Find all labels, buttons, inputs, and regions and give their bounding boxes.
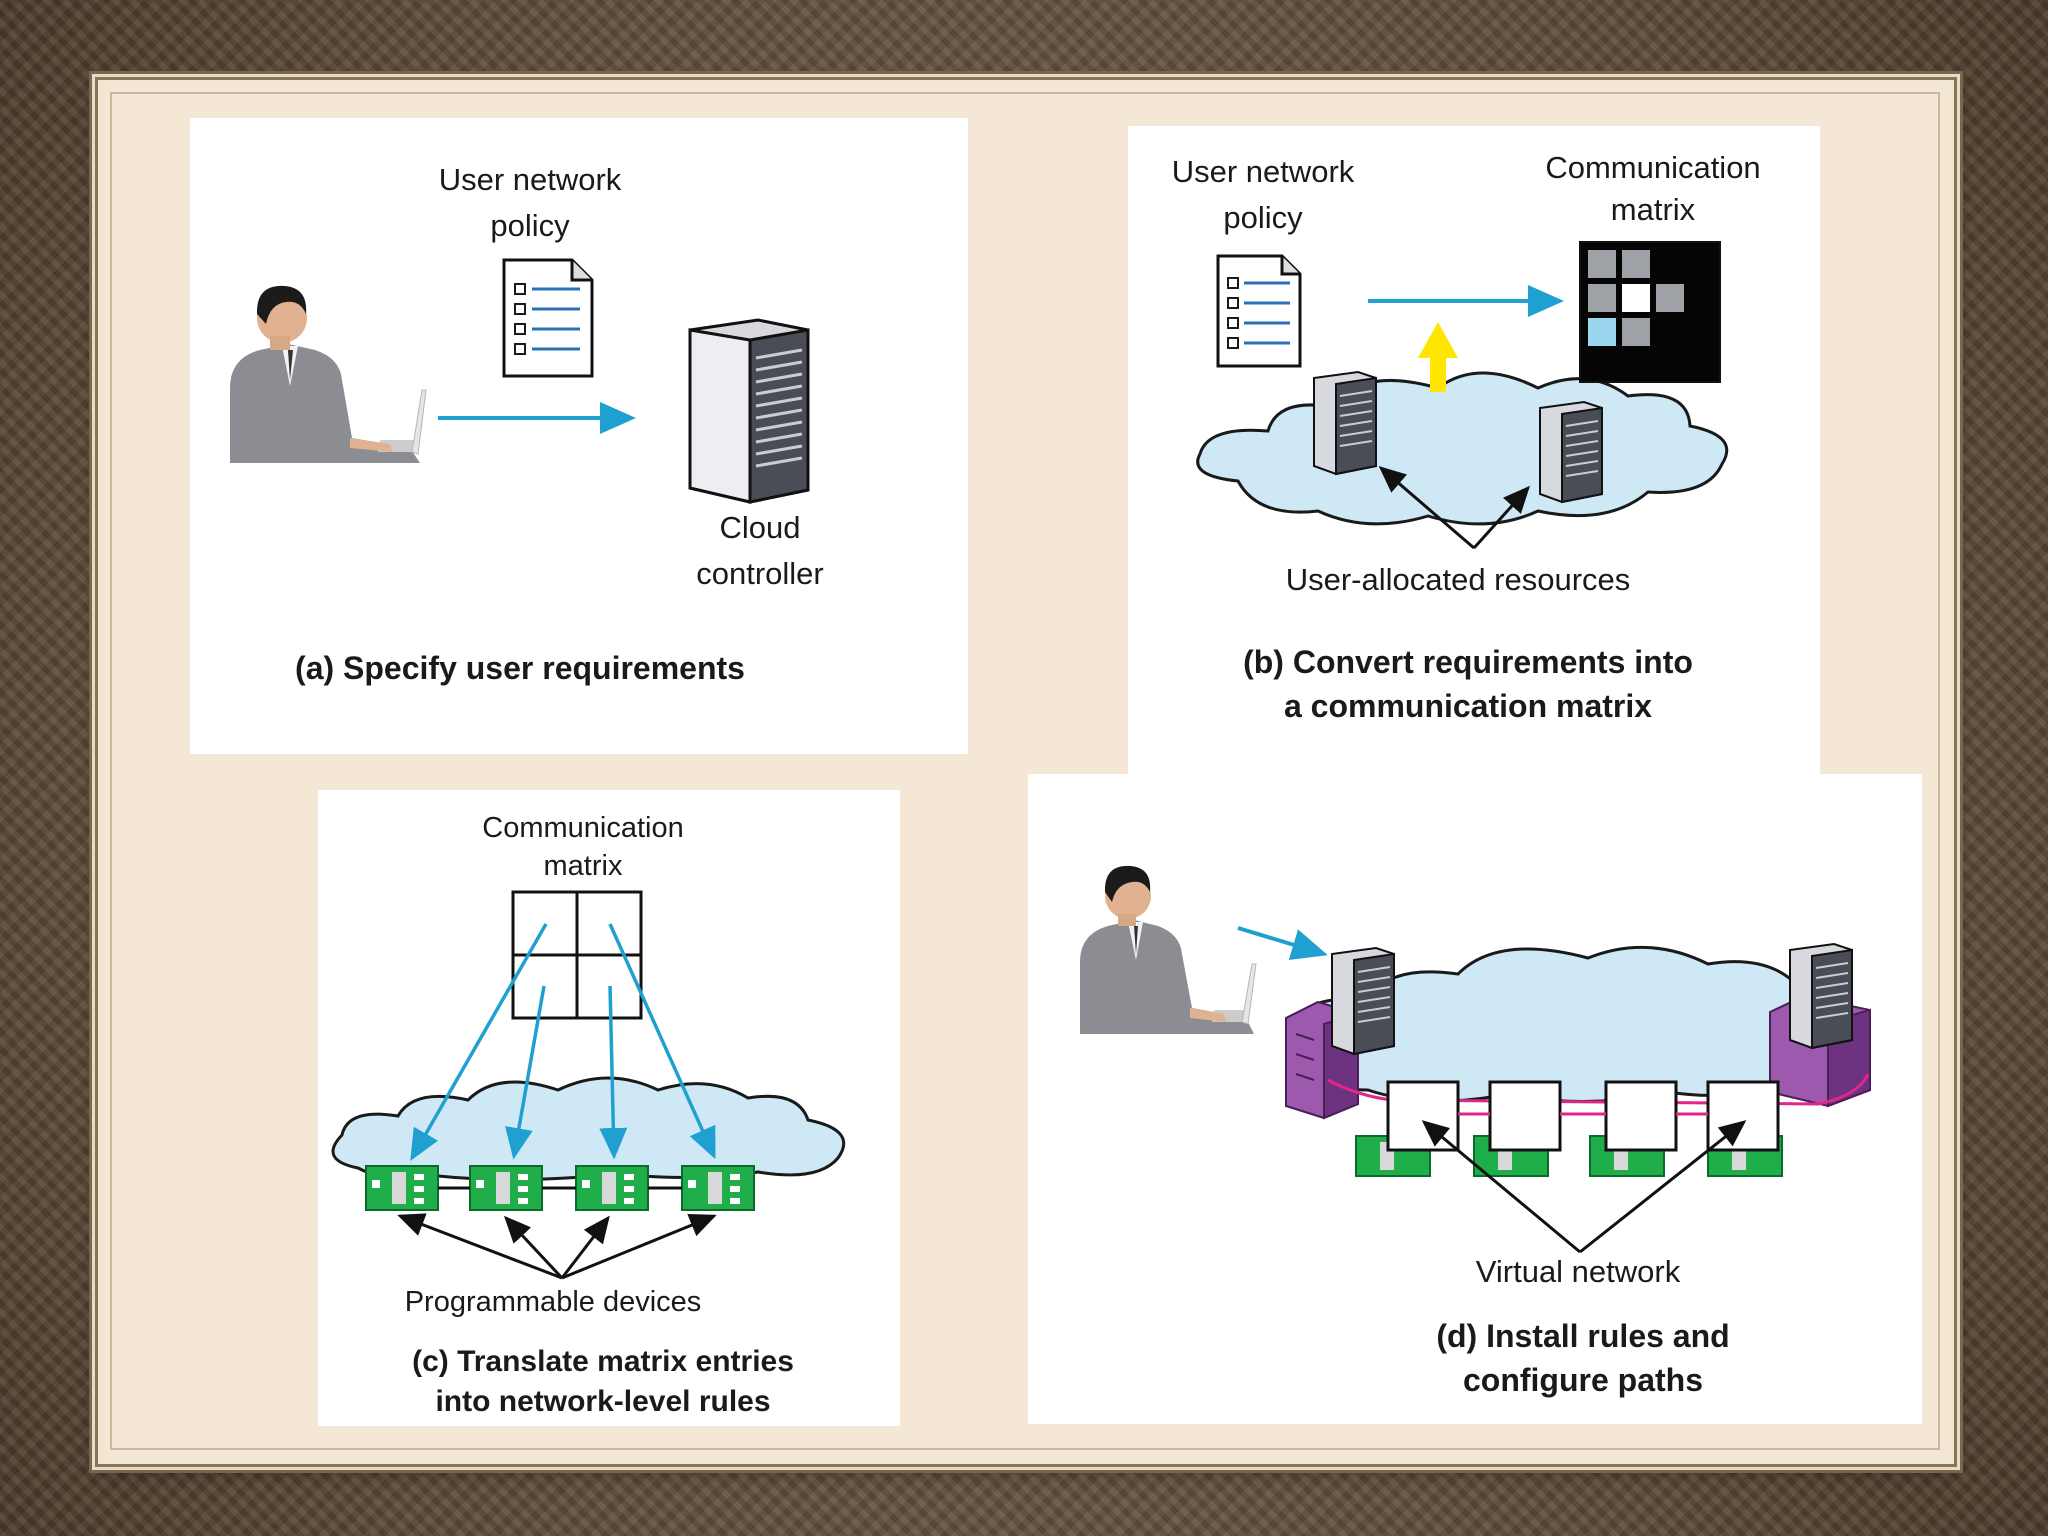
panel-a-graphics xyxy=(230,258,810,504)
cloud-controller-server-icon xyxy=(688,318,810,504)
virtual-node-box xyxy=(1706,1080,1780,1152)
programmable-device-icon xyxy=(575,1165,649,1211)
panel-b-graphics xyxy=(1196,241,1729,550)
yellow-up-arrow xyxy=(1418,322,1458,392)
controller-label-line1: Cloud xyxy=(719,510,801,545)
network-cloud xyxy=(331,1076,846,1182)
virtual-node-box xyxy=(1488,1080,1562,1152)
policy-label-line2: policy xyxy=(1223,200,1303,235)
device-pointer-arrow xyxy=(397,1213,563,1280)
device-pointer-arrow xyxy=(561,1213,717,1280)
programmable-device-icon xyxy=(681,1165,755,1211)
rule-arrow xyxy=(410,923,548,1162)
panel-b-caption-line2: a communication matrix xyxy=(1283,688,1653,724)
user-at-laptop-icon xyxy=(230,285,427,463)
panel-a: User network policy Cloud controller (a)… xyxy=(190,118,968,754)
install-arrow xyxy=(1237,926,1328,961)
matrix-label-line2: matrix xyxy=(543,850,623,882)
policy-label-line2: policy xyxy=(490,208,570,243)
programmable-device-icon xyxy=(365,1165,439,1211)
panel-c-caption-line2: into network-level rules xyxy=(435,1385,771,1418)
device-pointer-arrow xyxy=(560,1215,610,1279)
panel-a-caption: (a) Specify user requirements xyxy=(295,650,745,686)
panel-c-graphics xyxy=(331,890,846,1280)
panel-c: Communication matrix Programmable device… xyxy=(318,790,900,1426)
resources-label: User-allocated resources xyxy=(1285,562,1631,597)
server-icon xyxy=(1539,400,1603,504)
panel-d-graphics xyxy=(1080,865,1871,1254)
server-icon xyxy=(1331,946,1395,1056)
matrix-label-line1: Communication xyxy=(482,812,684,844)
network-pointer-arrow xyxy=(1421,1120,1581,1254)
network-cloud xyxy=(1196,371,1729,526)
controller-label-line2: controller xyxy=(696,556,824,591)
panel-d: Virtual network (d) Install rules and co… xyxy=(1028,774,1922,1424)
network-pointer-arrow xyxy=(1579,1120,1747,1254)
virtual-node-box xyxy=(1604,1080,1678,1152)
virtual-network-label: Virtual network xyxy=(1475,1254,1681,1289)
policy-document-icon xyxy=(502,258,594,378)
policy-label-line1: User network xyxy=(438,162,622,197)
policy-document-icon xyxy=(1216,254,1302,368)
rule-arrow xyxy=(505,985,546,1160)
devices-label: Programmable devices xyxy=(404,1286,702,1318)
rule-arrow xyxy=(608,923,716,1160)
policy-label-line1: User network xyxy=(1171,154,1355,189)
communication-matrix-grid xyxy=(511,890,643,1020)
resource-pointer-arrow xyxy=(1472,485,1531,550)
communication-matrix-grid xyxy=(1579,241,1721,383)
panel-b: User network policy Communication matrix… xyxy=(1128,126,1820,776)
rule-arrow xyxy=(599,985,628,1160)
matrix-label-line1: Communication xyxy=(1545,150,1761,185)
matrix-label-line2: matrix xyxy=(1610,192,1696,227)
panel-d-caption-line2: configure paths xyxy=(1462,1362,1703,1398)
programmable-device-icon xyxy=(469,1165,543,1211)
resource-pointer-arrow xyxy=(1378,466,1475,550)
user-at-laptop-icon xyxy=(1080,865,1257,1034)
server-icon xyxy=(1789,942,1853,1050)
server-icon xyxy=(1313,370,1377,476)
panel-d-caption-line1: (d) Install rules and xyxy=(1436,1318,1730,1354)
device-pointer-arrow xyxy=(503,1215,564,1280)
panel-b-caption-line1: (b) Convert requirements into xyxy=(1243,644,1693,680)
panel-c-caption-line1: (c) Translate matrix entries xyxy=(412,1345,794,1378)
